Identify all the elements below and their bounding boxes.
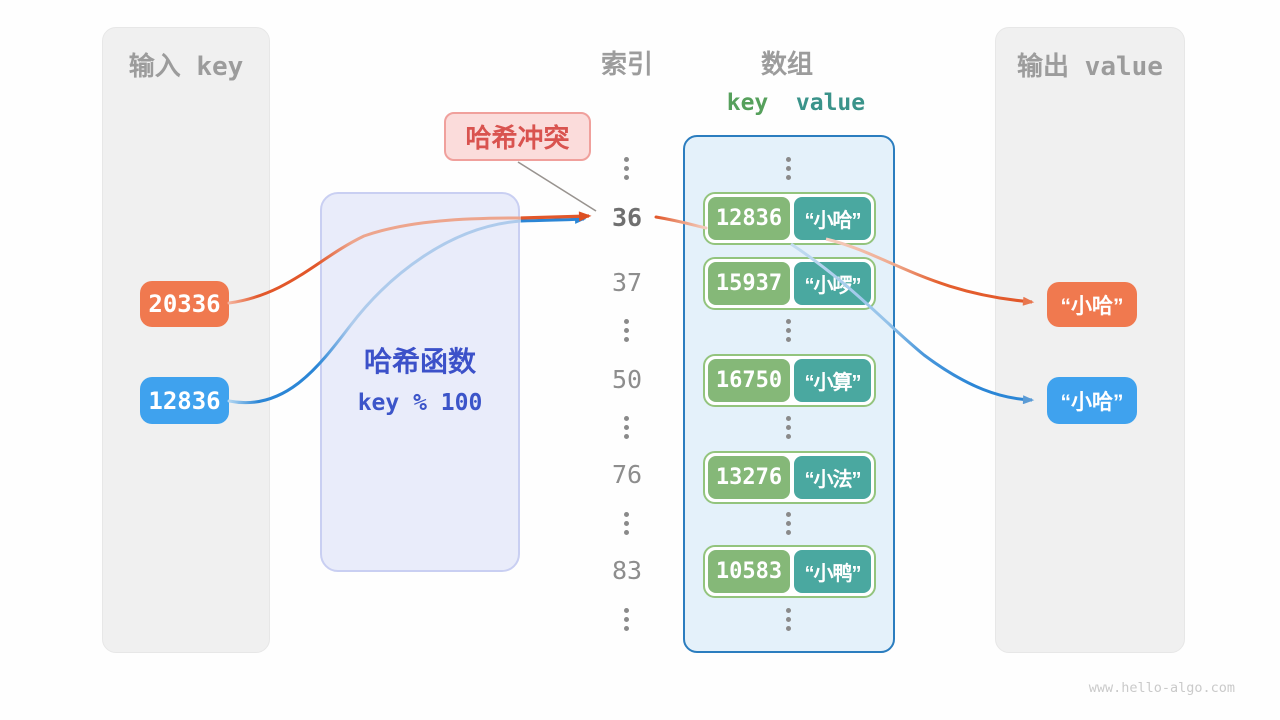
input-panel: 输入 key	[102, 27, 270, 653]
pair-key: 15937	[708, 262, 790, 305]
array-column-title: 数组	[760, 49, 813, 79]
index-cell-36: 36	[611, 203, 643, 232]
index-cell-83: 83	[611, 556, 643, 585]
watermark: www.hello-algo.com	[1088, 680, 1235, 696]
pair-value: “小啰”	[794, 262, 871, 305]
key-header: key	[726, 90, 769, 116]
output-value-orange: “小哈”	[1047, 282, 1137, 327]
pair-value: “小法”	[794, 456, 871, 499]
ellipsis	[624, 512, 629, 535]
hash-function-box: 哈希函数 key % 100	[320, 192, 520, 572]
collision-callout: 哈希冲突	[444, 112, 591, 161]
arrow-hash-to-36-orange	[520, 211, 592, 222]
index-cell-37: 37	[611, 268, 643, 297]
ellipsis	[786, 319, 791, 342]
value-header: value	[795, 90, 866, 116]
index-cell-76: 76	[611, 460, 643, 489]
input-panel-title: 输入 key	[128, 52, 244, 82]
output-panel-title: 输出 value	[1017, 52, 1163, 82]
ellipsis	[786, 608, 791, 631]
pair-value: “小哈”	[794, 197, 871, 240]
pair-row-76: 13276 “小法”	[703, 451, 876, 504]
pair-value: “小算”	[794, 359, 871, 402]
ellipsis	[786, 512, 791, 535]
pair-key: 10583	[708, 550, 790, 593]
ellipsis	[624, 157, 629, 180]
ellipsis	[624, 608, 629, 631]
pair-key: 12836	[708, 197, 790, 240]
hash-function-formula: key % 100	[357, 390, 483, 416]
index-cell-50: 50	[611, 365, 643, 394]
ellipsis	[786, 416, 791, 439]
pair-key: 16750	[708, 359, 790, 402]
ellipsis	[624, 416, 629, 439]
ellipsis	[786, 157, 791, 180]
collision-pointer-line	[517, 161, 597, 212]
arrow-hash-to-36-blue	[520, 214, 587, 224]
ellipsis	[624, 319, 629, 342]
pair-row-50: 16750 “小算”	[703, 354, 876, 407]
pair-row-83: 10583 “小鸭”	[703, 545, 876, 598]
pair-value: “小鸭”	[794, 550, 871, 593]
pair-key: 13276	[708, 456, 790, 499]
index-column-title: 索引	[600, 49, 653, 79]
pair-row-36: 12836 “小哈”	[703, 192, 876, 245]
pair-row-37: 15937 “小啰”	[703, 257, 876, 310]
hash-function-name: 哈希函数	[363, 346, 476, 377]
input-key-12836: 12836	[140, 377, 229, 424]
output-panel: 输出 value	[995, 27, 1185, 653]
input-key-20336: 20336	[140, 281, 229, 327]
output-value-blue: “小哈”	[1047, 377, 1137, 424]
